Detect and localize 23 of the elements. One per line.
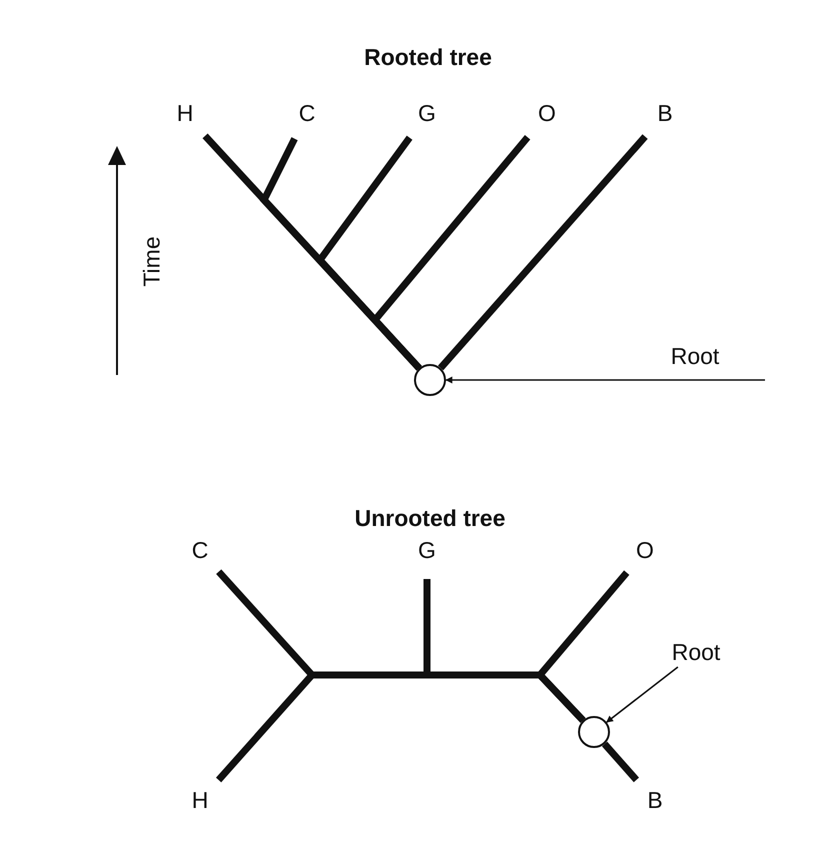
- taxon-label: B: [653, 100, 677, 128]
- taxon-label: O: [633, 537, 657, 565]
- taxon-label: G: [415, 100, 439, 128]
- tree-branch: [370, 134, 530, 371]
- taxon-label: H: [188, 787, 212, 815]
- taxon-label: C: [295, 100, 319, 128]
- taxon-label: H: [173, 100, 197, 128]
- leader-arrow: [606, 666, 678, 723]
- root-label: Root: [662, 343, 728, 383]
- tree-title: Unrooted tree: [354, 505, 506, 532]
- root-label: Root: [664, 639, 728, 667]
- taxon-label: C: [188, 537, 212, 565]
- tree-branch: [602, 742, 640, 782]
- root-circle: [414, 364, 446, 396]
- taxon-label: O: [535, 100, 559, 128]
- tree-branch: [216, 672, 586, 782]
- taxon-label: G: [415, 537, 439, 565]
- tree-title: Rooted tree: [364, 44, 492, 71]
- root-circle: [578, 716, 610, 748]
- root-label: B: [643, 787, 667, 815]
- axis-label: Time: [138, 235, 166, 289]
- leader-arrow: [445, 376, 766, 384]
- tree-branch: [438, 134, 648, 370]
